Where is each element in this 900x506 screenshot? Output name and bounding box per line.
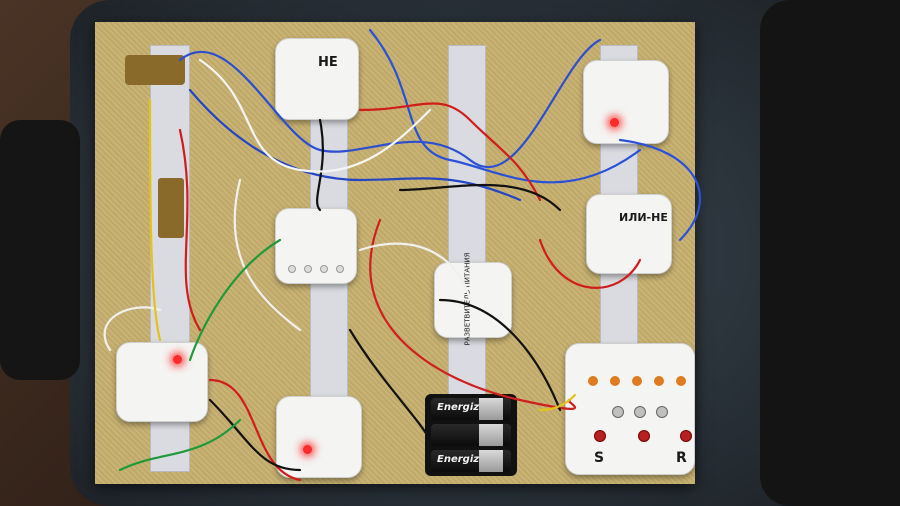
battery-brand-label: Energizer xyxy=(437,454,491,465)
sr-switch-module: S R xyxy=(565,343,695,475)
set-label: S xyxy=(594,450,605,466)
red-wire xyxy=(538,238,642,289)
blue-wire xyxy=(618,138,701,242)
battery-terminal-band xyxy=(479,450,503,472)
toggle-switch xyxy=(656,406,668,418)
white-wire xyxy=(103,306,162,352)
black-wire xyxy=(316,118,324,212)
black-wire xyxy=(438,298,562,412)
led-hole xyxy=(588,376,598,386)
green-wire xyxy=(118,418,242,472)
red-wire xyxy=(369,218,576,410)
led-indicator-module xyxy=(583,60,669,144)
battery-cell xyxy=(431,424,511,446)
logic-switch-module xyxy=(275,208,357,284)
toggle-switch xyxy=(612,406,624,418)
push-button xyxy=(680,430,692,442)
chair-arm-left xyxy=(0,120,80,380)
red-wire xyxy=(358,102,542,202)
black-wire xyxy=(208,398,302,472)
blue-wire xyxy=(368,28,642,184)
indicator-led-off xyxy=(320,265,328,273)
red-wire xyxy=(208,378,302,482)
battery-terminal-band xyxy=(479,424,503,446)
battery-brand-label: Energizer xyxy=(437,402,491,413)
indicator-led-off xyxy=(288,265,296,273)
yellow-wire xyxy=(148,98,162,342)
red-led-on xyxy=(610,118,619,127)
blue-wire xyxy=(188,88,522,202)
black-wire xyxy=(348,328,432,442)
yellow-wire xyxy=(538,393,577,412)
led-hole xyxy=(676,376,686,386)
red-led-on xyxy=(173,355,182,364)
chair-arm-right xyxy=(760,0,900,506)
capacitor-board xyxy=(158,178,184,238)
reset-label: R xyxy=(676,450,687,466)
battery-terminal-band xyxy=(479,398,503,420)
led-hole xyxy=(654,376,664,386)
red-led-on xyxy=(303,445,312,454)
led-indicator-module-bottom xyxy=(276,396,362,478)
white-wire xyxy=(198,58,432,173)
push-button xyxy=(638,430,650,442)
green-wire xyxy=(188,238,282,362)
red-wire xyxy=(178,128,202,332)
indicator-led-off xyxy=(304,265,312,273)
white-wire xyxy=(233,178,302,332)
nor-gate-label: ИЛИ-НЕ xyxy=(619,211,668,224)
power-splitter-module: РАЗВЕТВИТЕЛЬ ПИТАНИЯ xyxy=(434,253,512,345)
battery-cell: Energizer xyxy=(431,398,511,420)
white-wire xyxy=(358,242,472,302)
led-hole xyxy=(632,376,642,386)
not-gate-label: НЕ xyxy=(318,55,338,70)
not-gate-module: НЕ xyxy=(275,38,359,120)
push-button xyxy=(594,430,606,442)
indicator-led-off xyxy=(336,265,344,273)
toggle-switch xyxy=(634,406,646,418)
potentiometer-board xyxy=(125,55,185,85)
battery-cell: Energizer xyxy=(431,450,511,472)
battery-holder: Energizer Energizer xyxy=(425,394,517,476)
black-wire xyxy=(398,183,562,212)
led-hole xyxy=(610,376,620,386)
